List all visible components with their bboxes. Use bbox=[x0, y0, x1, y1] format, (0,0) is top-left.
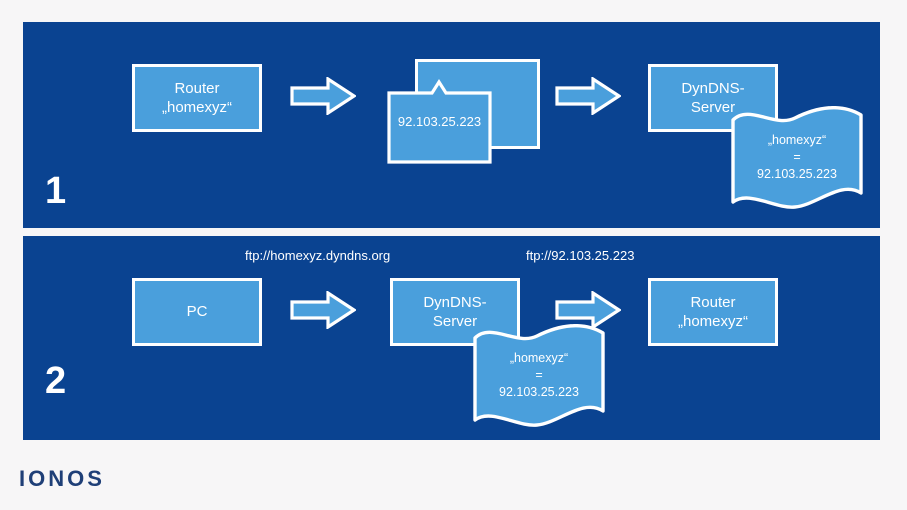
banner-dns-record-2: „homexyz“ = 92.103.25.223 bbox=[471, 324, 607, 427]
arrow-right-2-1 bbox=[290, 291, 356, 329]
node-router-2: Router „homexyz“ bbox=[648, 278, 778, 346]
arrow-right-1-2 bbox=[555, 77, 621, 115]
node-router-1: Router „homexyz“ bbox=[132, 64, 262, 132]
arrow-right-1-1 bbox=[290, 77, 356, 115]
banner-dns-record-1: „homexyz“ = 92.103.25.223 bbox=[729, 106, 865, 209]
diagram-panel-step-2: 2 ftp://homexyz.dyndns.org ftp://92.103.… bbox=[23, 236, 880, 440]
step-number-1: 1 bbox=[45, 170, 67, 212]
ionos-logo: IONOS bbox=[19, 466, 105, 491]
diagram-panel-step-1: 1 Router „homexyz“ 92.103.25.223 DynDNS-… bbox=[23, 22, 880, 228]
arrow-right-2-2 bbox=[555, 291, 621, 329]
node-pc: PC bbox=[132, 278, 262, 346]
edge-label-url-hostname: ftp://homexyz.dyndns.org bbox=[245, 248, 391, 263]
node-ip-document-stack: 92.103.25.223 bbox=[387, 59, 547, 174]
document-front-sheet bbox=[387, 79, 492, 164]
step-number-2: 2 bbox=[45, 360, 67, 402]
edge-label-url-ip: ftp://92.103.25.223 bbox=[526, 248, 635, 263]
